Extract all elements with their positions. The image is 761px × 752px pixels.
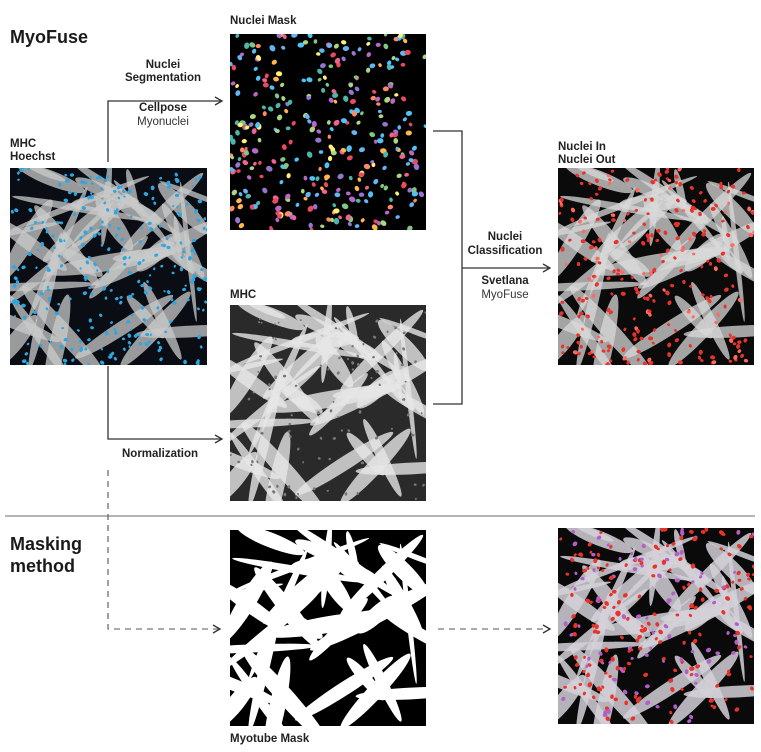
step-label-nuclei-classification-1: Nuclei — [487, 231, 523, 243]
output-label-nuclei-in: Nuclei In — [558, 141, 606, 153]
section-title-masking-line1: Masking — [10, 534, 83, 554]
step-model-myonuclei: Myonuclei — [137, 116, 189, 128]
myotube-mask-image — [230, 530, 426, 726]
segmentation-connector — [107, 96, 224, 162]
nuclei-in-out-image — [558, 168, 754, 365]
masking-dashed-connector — [107, 470, 222, 634]
output-label-nuclei-out: Nuclei Out — [558, 154, 616, 166]
step-label-segmentation: Segmentation — [124, 72, 202, 84]
step-method-cellpose: Cellpose — [139, 102, 187, 114]
section-title-masking-line2: method — [10, 556, 75, 576]
input-label-hoechst: Hoechst — [10, 151, 56, 163]
mhc-normalized-image — [230, 305, 426, 501]
step-label-nuclei: Nuclei — [145, 59, 181, 71]
input-label-mhc: MHC — [10, 138, 37, 150]
classification-bracket — [433, 130, 463, 405]
section-title-myofuse: MyoFuse — [10, 27, 89, 47]
masking-method-output-image — [558, 528, 754, 724]
input-image-mhc-hoechst — [10, 168, 207, 365]
output-label-myotube-mask: Myotube Mask — [230, 733, 310, 745]
step-label-normalization: Normalization — [122, 448, 199, 460]
step-label-nuclei-classification-2: Classification — [467, 245, 543, 257]
output-label-nuclei-mask: Nuclei Mask — [230, 15, 297, 27]
step-model-myofuse: MyoFuse — [481, 289, 529, 301]
output-label-mhc: MHC — [230, 289, 257, 301]
nuclei-mask-image — [230, 34, 426, 230]
step-method-svetlana: Svetlana — [481, 275, 529, 287]
normalization-connector — [107, 366, 224, 444]
